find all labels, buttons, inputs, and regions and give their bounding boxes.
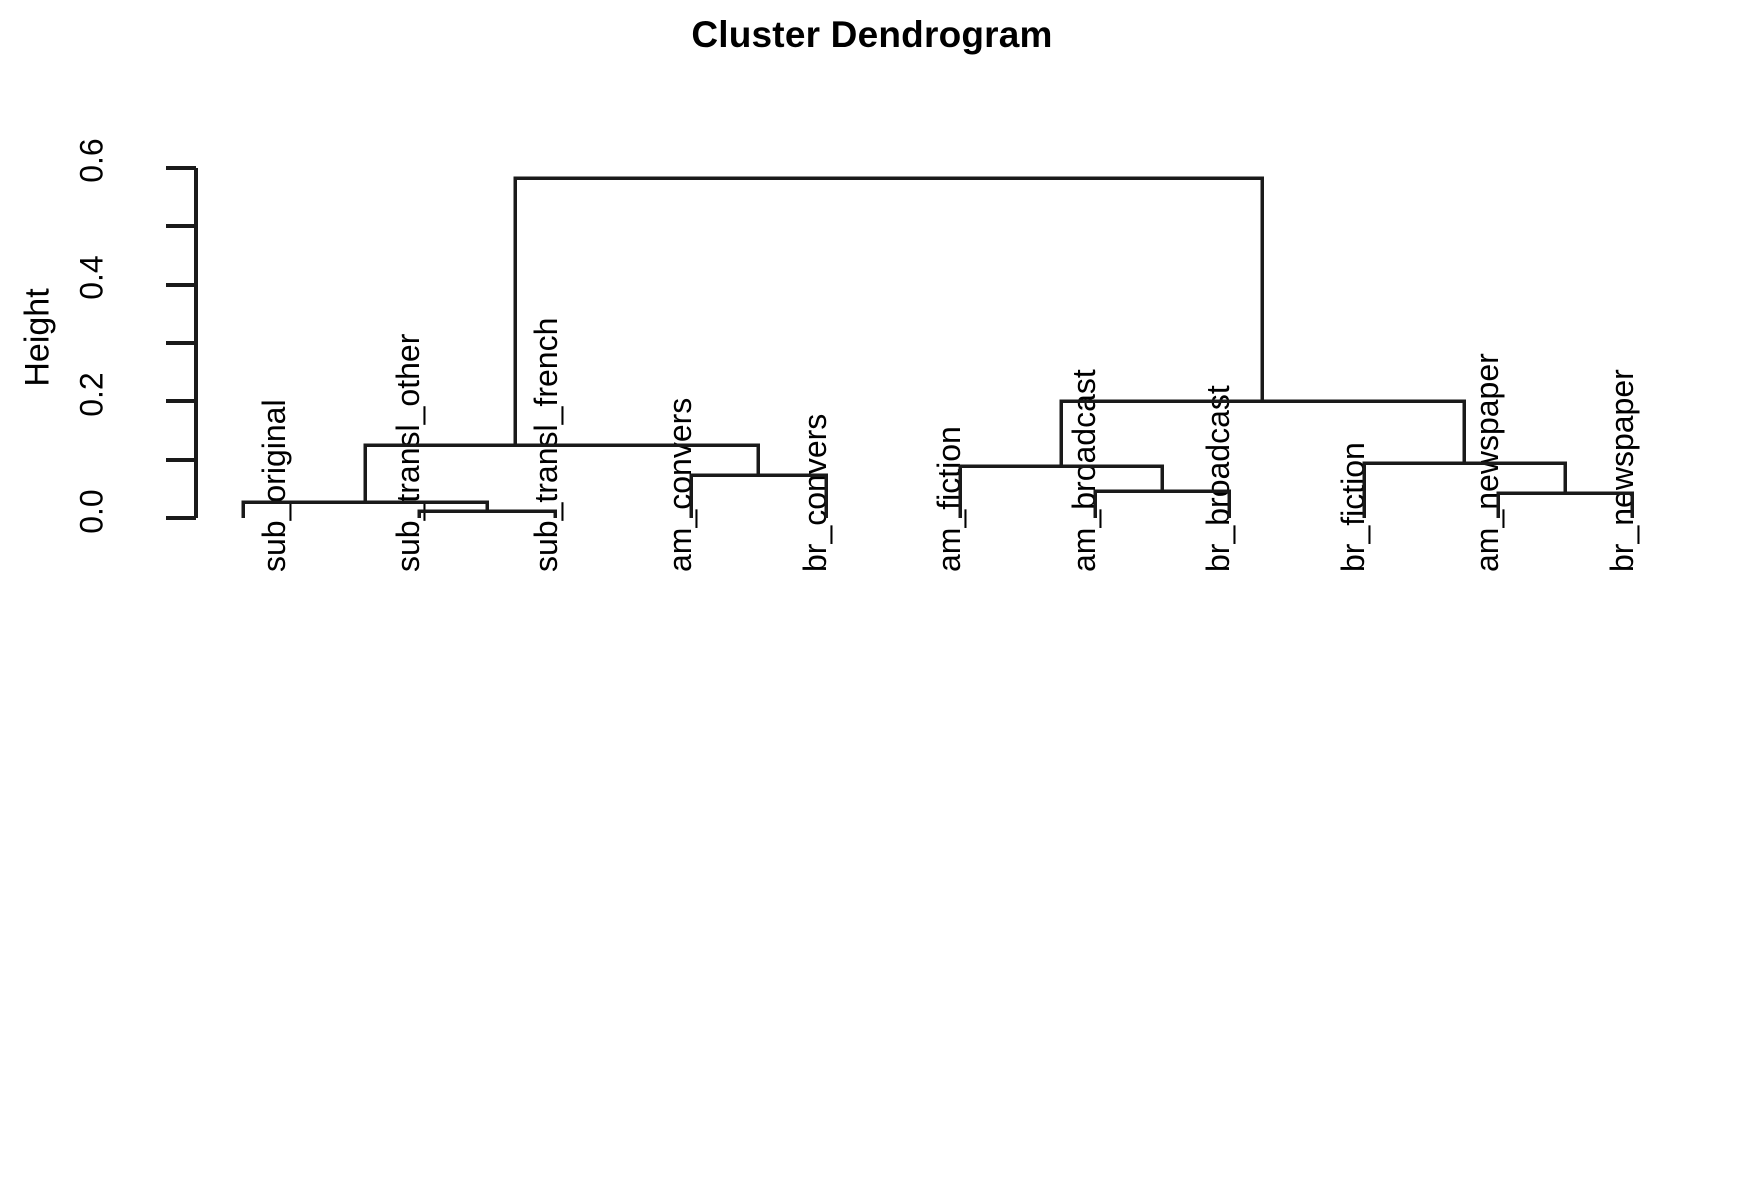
merge-m3: [689, 473, 828, 518]
page-title: Cluster Dendrogram: [691, 14, 1053, 55]
merge-m5: [1093, 489, 1231, 518]
merge-m4: [363, 443, 760, 502]
merge-m7: [1496, 491, 1634, 518]
dendrogram-tree: [241, 176, 1634, 518]
merge-m8: [1362, 461, 1567, 518]
merge-m10-root: [513, 176, 1264, 445]
merge-m9: [1059, 399, 1466, 466]
y-axis: [166, 166, 198, 520]
merge-m1: [417, 509, 557, 518]
